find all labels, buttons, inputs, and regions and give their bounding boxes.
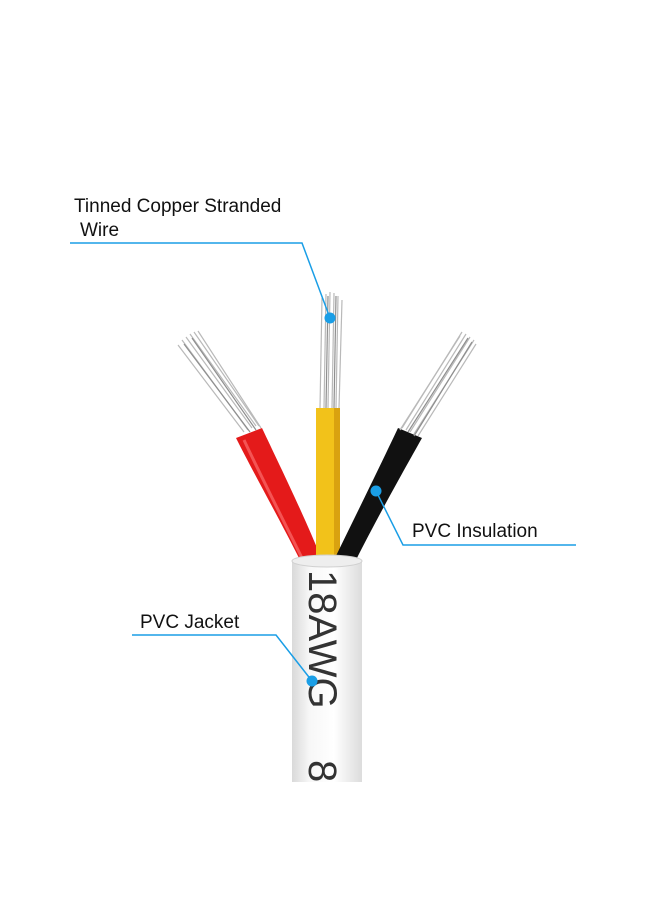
- callout-dot-insulation: [370, 485, 382, 497]
- jacket-gauge-print: 18AWG: [300, 570, 344, 709]
- callout-stranded-wire: Tinned Copper Stranded Wire: [70, 196, 336, 324]
- stranded-wire-ends: [177, 291, 477, 437]
- label-stranded-wire-line2: Wire: [80, 220, 119, 241]
- callout-jacket: PVC Jacket: [132, 612, 318, 687]
- label-jacket: PVC Jacket: [140, 612, 240, 633]
- red-wire-highlight: [242, 439, 304, 559]
- red-wire: [236, 428, 322, 560]
- black-wire-strands: [399, 331, 477, 437]
- callout-dot-jacket: [306, 675, 318, 687]
- jacket-trailing-print: 8: [300, 760, 344, 782]
- yellow-wire: [316, 408, 340, 563]
- callout-line-stranded-wire: [70, 242, 331, 319]
- label-stranded-wire-line1: Tinned Copper Stranded: [74, 196, 281, 217]
- yellow-wire-shade: [334, 408, 340, 563]
- red-wire-strands: [177, 330, 262, 433]
- callout-insulation: PVC Insulation: [370, 485, 576, 546]
- callout-dot-stranded-wire: [324, 312, 336, 324]
- yellow-wire-strands: [319, 291, 343, 409]
- callout-line-jacket: [132, 634, 313, 682]
- red-wire-insulation: [236, 428, 322, 560]
- callout-line-insulation: [375, 490, 576, 546]
- jacket-end: [291, 554, 363, 568]
- label-insulation: PVC Insulation: [412, 521, 538, 542]
